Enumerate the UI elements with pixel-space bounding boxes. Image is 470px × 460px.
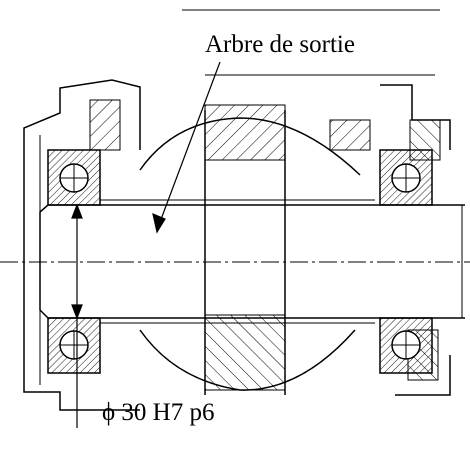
shaft-label: Arbre de sortie	[205, 31, 355, 58]
gear-profile	[139, 110, 361, 395]
left-bearing-bottom	[47, 317, 101, 374]
output-shaft	[39, 199, 465, 324]
right-bearing-bottom	[379, 317, 433, 374]
diameter-dimension	[71, 203, 83, 428]
right-bearing	[379, 149, 433, 374]
fit-label: ϕ 30 H7 p6	[102, 399, 214, 426]
right-bearing-top	[379, 149, 433, 206]
left-bearing	[47, 149, 101, 374]
top-reference-lines	[182, 9, 440, 76]
shaft-label-leader	[152, 61, 221, 234]
left-bearing-top	[47, 149, 101, 206]
